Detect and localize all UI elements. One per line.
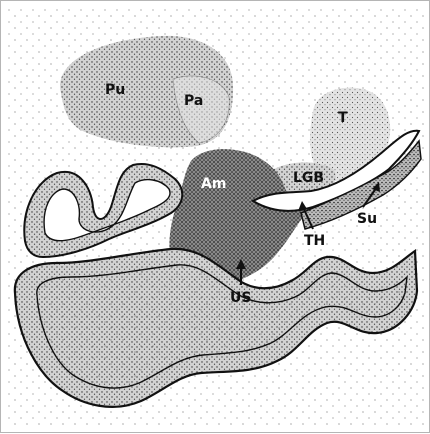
label-th: TH <box>304 233 325 249</box>
label-am: Am <box>201 176 226 192</box>
label-t: T <box>338 110 348 126</box>
label-pa: Pa <box>184 93 203 109</box>
label-lgb: LGB <box>293 170 324 186</box>
label-pu: Pu <box>105 82 125 98</box>
label-us: US <box>230 290 251 306</box>
label-su: Su <box>357 211 377 227</box>
